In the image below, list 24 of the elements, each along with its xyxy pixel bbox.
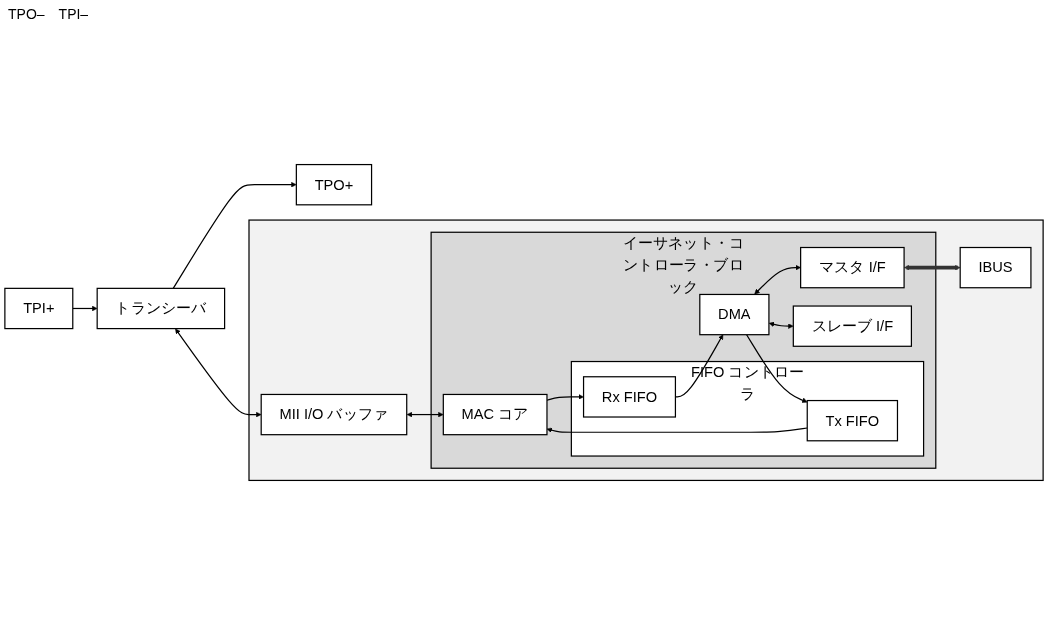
node-box: MII I/O バッファ xyxy=(260,393,408,436)
pin-label: TPO– xyxy=(8,6,45,22)
arrow xyxy=(72,305,98,312)
node-box: トランシーバ xyxy=(96,287,226,330)
cluster xyxy=(248,219,1044,482)
pin-label: TPI– xyxy=(58,6,89,22)
node-box: マスタ I/F xyxy=(800,246,905,289)
arrow xyxy=(175,328,262,418)
node-box: Rx FIFO xyxy=(582,376,677,418)
arrow xyxy=(546,427,808,433)
arrow xyxy=(172,182,297,289)
node-box: Tx FIFO xyxy=(806,399,899,442)
node-box: TPI+ xyxy=(4,287,74,330)
node-box: TPO+ xyxy=(295,163,373,206)
node-box: スレーブ I/F xyxy=(792,305,912,347)
arrow xyxy=(768,321,794,329)
arrow xyxy=(746,334,808,403)
arrow xyxy=(904,264,961,271)
arrow xyxy=(406,411,444,418)
arrow xyxy=(546,394,584,401)
node-box: MAC コア xyxy=(442,393,548,436)
node-box: DMA xyxy=(699,293,770,336)
node-box: IBUS xyxy=(959,246,1032,289)
arrow xyxy=(754,264,801,295)
